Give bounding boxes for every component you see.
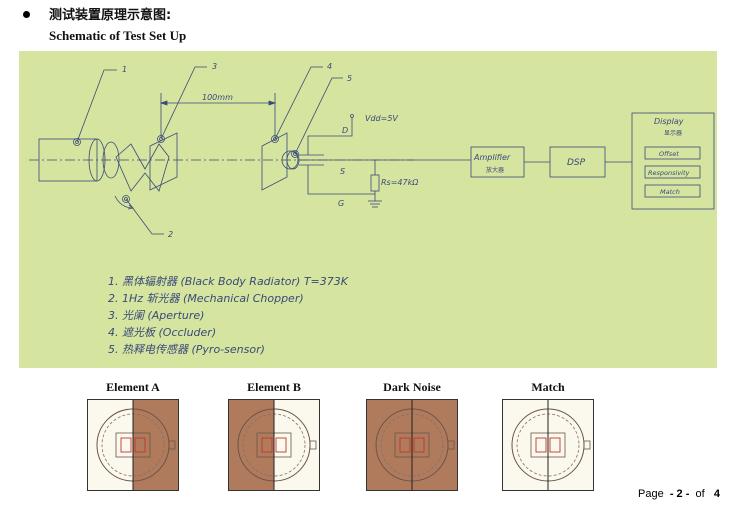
- amplifier-label: Amplifier: [473, 153, 511, 162]
- callout-numbers: 1 2 3 4 5: [122, 62, 352, 239]
- page-number: 2: [676, 488, 683, 500]
- rs-label: Rs=47kΩ: [381, 178, 419, 187]
- sensor-tab: [168, 440, 176, 450]
- page-footer: Page - 2 - of 4: [638, 488, 720, 500]
- callout-markers: [73, 135, 299, 203]
- aperture-plate: [149, 132, 178, 191]
- display-item-match: Match: [660, 188, 680, 196]
- panel-label: Element B: [247, 380, 301, 394]
- display-title-cn: 显示器: [664, 130, 682, 137]
- display-item-offset: Offset: [659, 150, 679, 158]
- legend-item-2: 2. 1Hz 斩光器 (Mechanical Chopper): [108, 292, 304, 305]
- section-title-en: Schematic of Test Set Up: [49, 28, 187, 43]
- page-total: 4: [713, 488, 720, 500]
- panel-image: [87, 399, 179, 491]
- panel-image: [502, 399, 594, 491]
- element-a-outline: [535, 437, 547, 453]
- bullet-icon: [23, 11, 30, 18]
- distance-dimension: [159, 93, 277, 137]
- gate-label: G: [338, 199, 344, 208]
- panel-image: [228, 399, 320, 491]
- element-a-outline: [120, 437, 132, 453]
- panel-right-half: [133, 400, 178, 490]
- callout-1: 1: [122, 65, 127, 74]
- legend-item-3: 3. 光阑 (Aperture): [108, 309, 204, 322]
- vdd-label: Vdd=5V: [365, 114, 398, 123]
- callout-4: 4: [327, 62, 332, 71]
- panel-image: [366, 399, 458, 491]
- panel-left-half: [88, 400, 133, 490]
- panel-label: Dark Noise: [383, 380, 441, 394]
- panel-right-half: [412, 400, 457, 490]
- element-b-outline: [134, 437, 146, 453]
- sensor-tab: [447, 440, 455, 450]
- panel-label: Match: [531, 380, 565, 394]
- distance-label: 100mm: [202, 93, 233, 102]
- element-b-outline: [413, 437, 425, 453]
- amplifier-cn: 放大器: [486, 166, 504, 174]
- element-b-outline: [275, 437, 287, 453]
- occluder-plate: [261, 132, 288, 191]
- schematic-diagram: 1 2 3 4 5 100mm: [19, 51, 717, 368]
- legend-item-5: 5. 热释电传感器 (Pyro-sensor): [108, 343, 265, 356]
- of-word: of: [695, 488, 705, 500]
- component-legend: 1. 黑体辐射器 (Black Body Radiator) T=373K 2.…: [108, 275, 349, 356]
- display-box: [631, 112, 715, 210]
- callout-3: 3: [212, 62, 217, 71]
- panel-left-half: [229, 400, 274, 490]
- source-label: S: [340, 167, 345, 176]
- mechanical-chopper: [114, 143, 170, 210]
- drain-label: D: [342, 126, 348, 135]
- page-word: Page: [638, 488, 664, 500]
- dsp-label: DSP: [567, 158, 586, 168]
- sensor-tab: [309, 440, 317, 450]
- panel-left-half: [503, 400, 548, 490]
- element-a-outline: [399, 437, 411, 453]
- black-body-radiator: [38, 138, 120, 182]
- circuit-wires: [307, 114, 471, 208]
- pyro-sensor: [281, 150, 324, 170]
- panel-right-half: [548, 400, 593, 490]
- schematic-svg: 1 2 3 4 5 100mm: [29, 62, 715, 356]
- panel-right-half: [274, 400, 319, 490]
- display-item-responsivity: Responsivity: [648, 169, 690, 177]
- sensor-tab: [583, 440, 591, 450]
- callout-5: 5: [347, 74, 352, 83]
- panel-left-half: [367, 400, 412, 490]
- element-a-outline: [261, 437, 273, 453]
- legend-item-4: 4. 遮光板 (Occluder): [108, 326, 216, 339]
- panel-label: Element A: [106, 380, 160, 394]
- display-title: Display: [654, 117, 684, 126]
- section-title-cn: 测试装置原理示意图:: [49, 8, 172, 23]
- callout-2: 2: [168, 230, 173, 239]
- legend-item-1: 1. 黑体辐射器 (Black Body Radiator) T=373K: [108, 275, 349, 288]
- callout-leaders: [76, 66, 343, 235]
- element-b-outline: [549, 437, 561, 453]
